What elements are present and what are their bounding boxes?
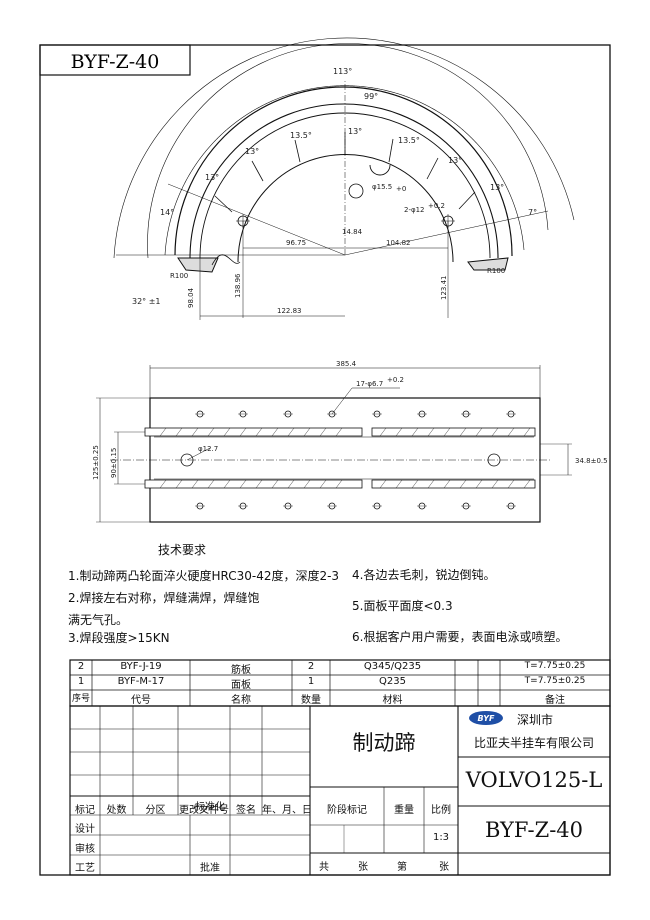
dim-phi-15-5: φ15.5: [372, 183, 392, 191]
bom-row-2-code: BYF-J-19: [120, 661, 162, 672]
dim-tol-12: +0.2: [428, 202, 445, 210]
tech-note-6: 6.根据客户用户需要，表面电泳或喷塑。: [352, 630, 568, 644]
bom-row-2-name: 筋板: [231, 665, 251, 676]
bom-row-2-note: T=7.75±0.25: [524, 661, 586, 671]
sign-mark: 标记: [75, 805, 95, 816]
sheet-unit-1: 张: [358, 862, 368, 873]
company-logo: BYF: [469, 711, 503, 725]
review-label: 审核: [75, 844, 95, 855]
dim-138-96: 138.96: [234, 273, 242, 298]
bom-row-1-material: Q235: [379, 676, 406, 687]
standard-label: 标准化: [195, 802, 225, 813]
process-label: 工艺: [75, 863, 95, 874]
dim-17-phi-6-7: 17-φ6.7: [356, 380, 383, 388]
shoe-side-view: [113, 37, 575, 320]
sign-signature: 签名: [236, 805, 256, 816]
angle-13-d: 13°: [490, 183, 504, 192]
sheet-unit-2: 张: [439, 862, 449, 873]
bom-table: [69, 659, 611, 707]
angle-13-a: 13°: [245, 147, 259, 156]
part-number: VOLVO125-L: [465, 768, 603, 792]
design-row-label: 设计: [75, 824, 95, 835]
dim-14-84: 14.84: [342, 228, 363, 236]
company-city: 深圳市: [516, 713, 553, 727]
bom-header-note: 备注: [545, 695, 565, 706]
dim-96-75: 96.75: [286, 239, 306, 247]
dim-phi-12-7: φ12.7: [198, 445, 218, 453]
dim-tol-15-5: +0: [396, 185, 406, 193]
dim-98-04: 98.04: [187, 287, 195, 308]
scale-value: 1:3: [432, 832, 450, 843]
dim-125: 125±0.25: [92, 445, 100, 480]
angle-13-mid: 13°: [348, 127, 362, 136]
approve-label: 批准: [200, 863, 220, 874]
angle-113: 113°: [333, 67, 352, 76]
title-block: [69, 705, 611, 876]
tech-requirements-title: 技术要求: [158, 543, 207, 557]
bom-header-code: 代号: [131, 695, 151, 706]
sign-count: 处数: [106, 805, 127, 816]
angle-13-5-right: 13.5°: [398, 136, 420, 145]
sheet-no-label: 第: [397, 862, 407, 873]
weight-label: 重量: [394, 805, 414, 816]
part-name: 制动蹄: [352, 731, 416, 755]
angle-7: 7°: [528, 208, 537, 217]
tech-note-2b: 满无气孔。: [68, 613, 129, 627]
dim-123-41: 123.41: [440, 276, 448, 301]
bom-row-2-seq: 2: [77, 661, 85, 672]
dim-34-8: 34.8±0.5: [575, 457, 608, 465]
angle-99: 99°: [364, 92, 378, 101]
sign-zone: 分区: [145, 805, 166, 816]
dim-r100-left: R100: [170, 272, 188, 280]
angle-13-5-left: 13.5°: [290, 131, 312, 140]
dim-90: 90±0.15: [110, 448, 118, 478]
bom-header-name: 名称: [231, 695, 251, 706]
title-code-box: [39, 44, 191, 76]
tech-note-3: 3.焊段强度>15KN: [68, 631, 170, 645]
bom-row-1-code: BYF-M-17: [117, 676, 165, 687]
angle-13-c: 13°: [448, 156, 462, 165]
dim-385-4: 385.4: [336, 360, 357, 368]
drawing-number: BYF-Z-40: [484, 818, 584, 842]
tech-note-2: 2.焊接左右对称，焊缝满焊，焊缝饱: [68, 591, 260, 605]
title-code: BYF-Z-40: [71, 51, 160, 73]
bom-row-1-seq: 1: [77, 676, 85, 687]
bom-row-1-qty: 1: [307, 676, 315, 687]
shoe-bottom-view: [96, 365, 572, 523]
bom-header-material: 材料: [382, 695, 403, 706]
dim-rivet-tol: +0.2: [387, 376, 404, 384]
logo-text: BYF: [478, 714, 495, 723]
angle-13-b: 13°: [205, 173, 219, 182]
dim-122-83: 122.83: [277, 307, 302, 315]
tech-note-1: 1.制动蹄两凸轮面淬火硬度HRC30-42度，深度2-3: [68, 569, 340, 583]
dim-r100-right: R100: [487, 267, 505, 275]
dim-104-82: 104.82: [386, 239, 411, 247]
bom-row-2-material: Q345/Q235: [363, 661, 422, 672]
stage-label: 阶段标记: [327, 805, 367, 816]
bom-row-1-note: T=7.75±0.25: [524, 676, 586, 686]
bom-row-2-qty: 2: [307, 661, 315, 672]
bom-header-seq: 序号: [71, 694, 90, 704]
total-label: 共: [319, 862, 329, 873]
angle-14: 14°: [160, 208, 174, 217]
tech-note-4: 4.各边去毛刺，锐边倒钝。: [352, 568, 496, 582]
ratio-label: 比例: [431, 805, 451, 816]
angle-32: 32° ±1: [132, 297, 161, 306]
company-name: 比亚夫半挂车有限公司: [473, 736, 594, 750]
bom-row-1-name: 面板: [231, 680, 251, 691]
dim-2-phi-12: 2-φ12: [404, 206, 425, 214]
tech-note-5: 5.面板平面度<0.3: [352, 599, 453, 613]
bom-header-qty: 数量: [301, 695, 321, 706]
sign-date: 年、月、日: [262, 805, 312, 816]
sign-change-doc: 更改文件号: [179, 805, 229, 816]
